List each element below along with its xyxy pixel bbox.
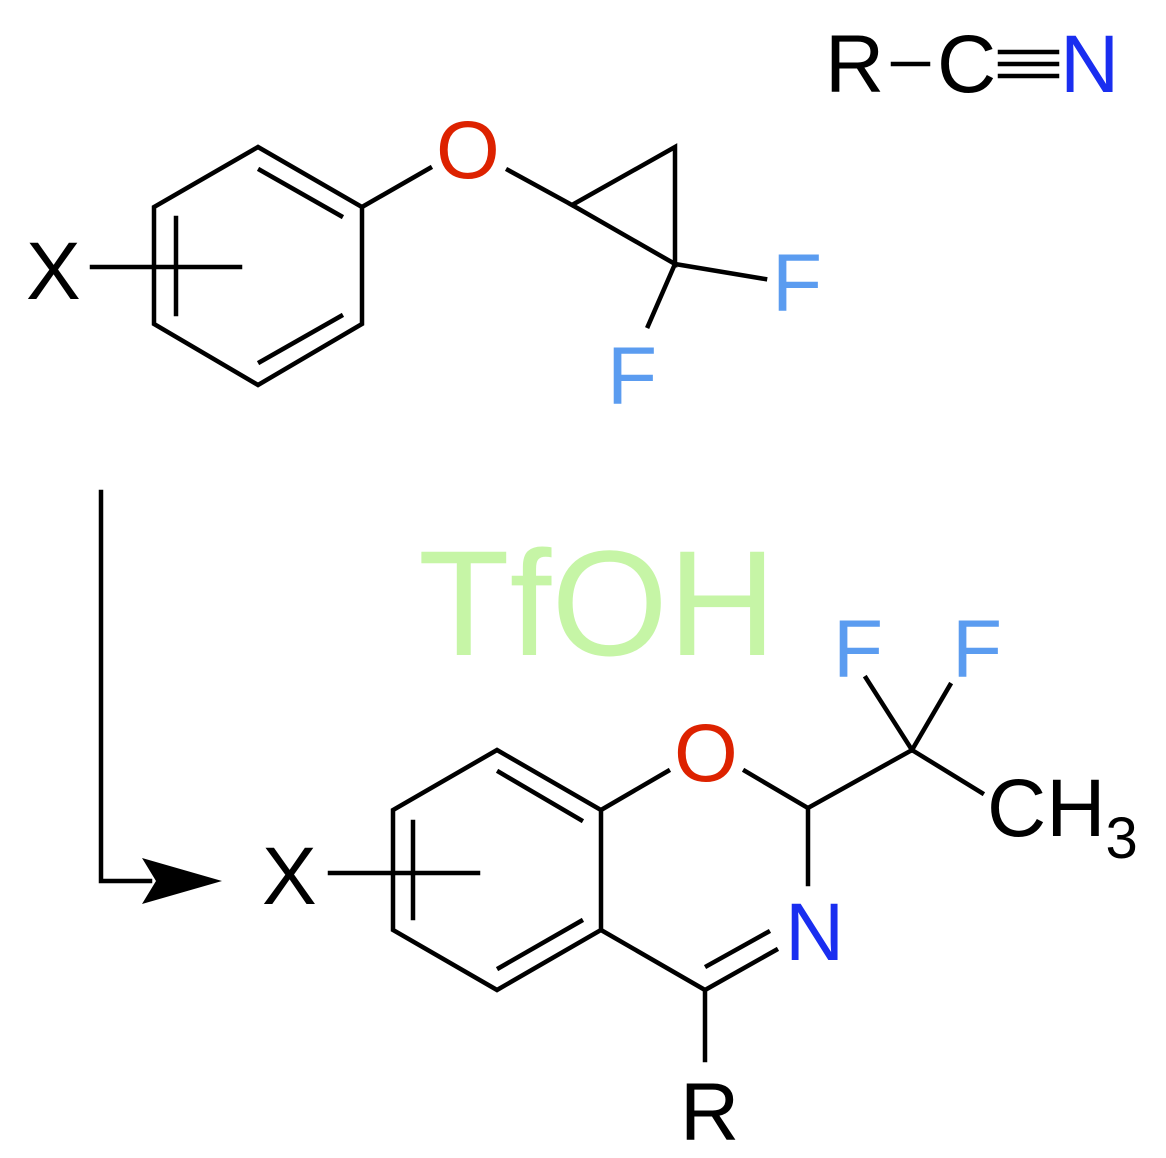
cyclopropane-ring — [567, 143, 678, 268]
product-f2-label: F — [952, 604, 1002, 695]
nitrile-r-label: R — [825, 19, 884, 110]
o-cyclopropyl-bond — [504, 166, 576, 209]
aryl-o-bond — [358, 164, 434, 211]
product-o-label: O — [674, 708, 738, 799]
aryl-o-bond-product — [597, 767, 672, 814]
nitrile-c-label: C — [937, 19, 996, 110]
product-r-label: R — [680, 1067, 739, 1158]
product-molecule: X O N R F F CH3 — [262, 604, 1138, 1158]
reactant-x-label: X — [26, 226, 81, 317]
reactant-o-label: O — [436, 105, 500, 196]
c2-cf2-bond — [804, 746, 916, 812]
benzene-ring-product — [390, 747, 604, 993]
reactant-f1-label: F — [772, 238, 822, 329]
arrow-head — [142, 858, 222, 904]
cf-bond-2 — [645, 261, 678, 329]
cf-bond-1 — [672, 261, 768, 282]
cf2-f2-bond — [908, 681, 954, 754]
reactant-f2-label: F — [607, 331, 657, 422]
c4-aryl-bond — [597, 926, 709, 994]
ether-reactant: X O F F — [26, 105, 822, 422]
nitrile-triple-bond — [997, 49, 1060, 79]
ch-text: CH — [987, 763, 1105, 854]
nitrile-reactant: R C N — [825, 19, 1119, 110]
ch3-subscript: 3 — [1105, 806, 1137, 871]
product-x-label: X — [262, 831, 317, 922]
n-c4-double-bond-inner — [703, 928, 772, 970]
product-f1-label: F — [833, 604, 883, 695]
product-n-label: N — [785, 887, 844, 978]
cf2-ch3-bond — [908, 746, 986, 797]
nitrile-n-label: N — [1060, 19, 1119, 110]
cf2-f1-bond — [862, 674, 916, 754]
product-ch3-label: CH3 — [987, 763, 1138, 871]
n-c4-double-bond — [701, 946, 780, 994]
o-c2-bond — [741, 767, 812, 812]
reaction-arrow — [98, 489, 222, 904]
catalyst-label: TfOH — [418, 519, 776, 687]
